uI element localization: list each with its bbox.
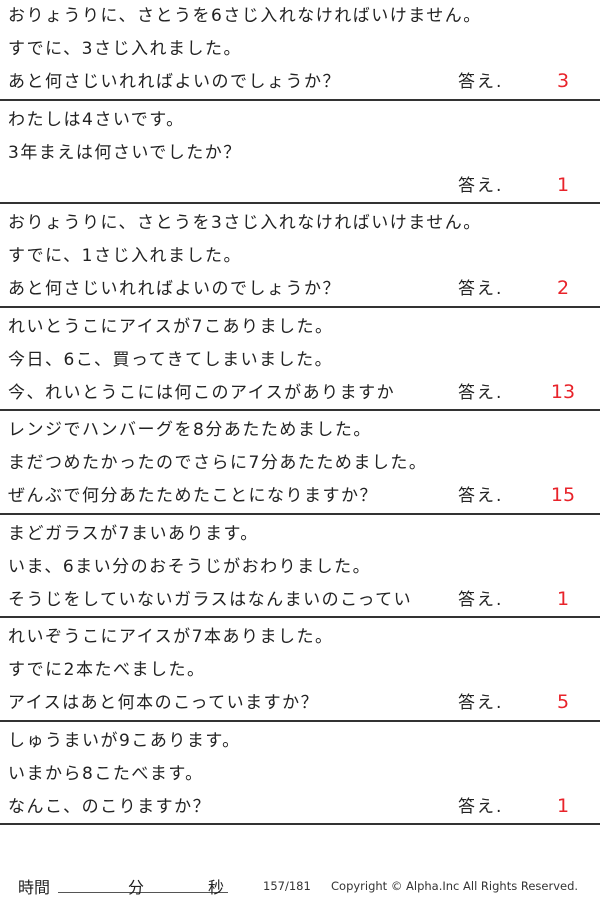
problem-text-line: 3年まえは何さいでしたか？ bbox=[8, 142, 242, 163]
footer: 時間 分 秒 157/181 Copyright © Alpha.Inc All… bbox=[0, 872, 600, 897]
answer-value: 15 bbox=[550, 484, 576, 506]
answer-value: 3 bbox=[556, 70, 570, 92]
seconds-label: 秒 bbox=[208, 878, 225, 897]
problem-block: しゅうまいが9こあります。いまから8こたべます。なんこ、のこりますか？ 答え. 1 bbox=[0, 722, 600, 825]
problem-text-line: あと何さじいれればよいのでしょうか？ bbox=[8, 72, 341, 92]
problem-text-line: 今、れいとうこには何このアイスがありますか bbox=[8, 382, 396, 403]
answer-value: 1 bbox=[556, 587, 570, 610]
problem-block: レンジでハンバーグを8分あたためました。まだつめたかったのでさらに7分あたためま… bbox=[0, 411, 600, 515]
answer-value: 1 bbox=[556, 173, 570, 196]
time-underline bbox=[58, 892, 228, 893]
problem-text-line: あと何さじいれればよいのでしょうか？ bbox=[8, 279, 341, 299]
problem-text-line: アイスはあと何本のこっていますか？ bbox=[8, 693, 320, 713]
problem-block: おりょうりに、さとうを6さじ入れなければいけません。すでに、3さじ入れました。あ… bbox=[0, 0, 600, 101]
problem-block: おりょうりに、さとうを3さじ入れなければいけません。すでに、1さじ入れました。あ… bbox=[0, 204, 600, 308]
problem-block: れいとうこにアイスが7こありました。今日、6こ、買ってきてしまいました。今、れい… bbox=[0, 308, 600, 411]
problem-text-line: おりょうりに、さとうを3さじ入れなければいけません。 bbox=[8, 213, 482, 233]
problem-text-line: そうじをしていないガラスはなんまいのこってい bbox=[8, 589, 413, 610]
problem-text-line: れいとうこにアイスが7こありました。 bbox=[8, 316, 334, 337]
problem-text-line: まだつめたかったのでさらに7分あたためました。 bbox=[8, 453, 428, 473]
answer-value: 2 bbox=[556, 277, 570, 299]
answer-label: 答え. bbox=[458, 279, 504, 299]
problem-text-line: すでに、1さじ入れました。 bbox=[8, 246, 242, 266]
problem-text-line: 今日、6こ、買ってきてしまいました。 bbox=[8, 349, 334, 370]
problem-text-line: すでに2本たべました。 bbox=[8, 660, 206, 680]
answer-label: 答え. bbox=[458, 796, 504, 817]
answer-label: 答え. bbox=[458, 693, 504, 713]
problem-text-line: まどガラスが7まいあります。 bbox=[8, 523, 259, 544]
problem-text-line: いまから8こたべます。 bbox=[8, 763, 204, 784]
answer-value: 5 bbox=[556, 691, 570, 713]
problem-block: れいぞうこにアイスが7本ありました。すでに2本たべました。アイスはあと何本のこっ… bbox=[0, 618, 600, 722]
problem-block: まどガラスが7まいあります。いま、6まい分のおそうじがおわりました。そうじをして… bbox=[0, 515, 600, 618]
problem-text-line: おりょうりに、さとうを6さじ入れなければいけません。 bbox=[8, 6, 482, 26]
answer-label: 答え. bbox=[458, 382, 504, 403]
copyright: Copyright © Alpha.Inc All Rights Reserve… bbox=[331, 879, 579, 893]
answer-label: 答え. bbox=[458, 589, 504, 610]
minutes-label: 分 bbox=[128, 878, 145, 897]
problem-text-line: すでに、3さじ入れました。 bbox=[8, 39, 242, 59]
answer-value: 1 bbox=[556, 794, 570, 817]
problem-text-line: なんこ、のこりますか？ bbox=[8, 796, 212, 817]
problem-block: わたしは4さいです。 3年まえは何さいでしたか？ 答え. 1 bbox=[0, 101, 600, 204]
problem-text-line: れいぞうこにアイスが7本ありました。 bbox=[8, 627, 334, 647]
problem-text-line: レンジでハンバーグを8分あたためました。 bbox=[8, 420, 372, 440]
answer-label: 答え. bbox=[458, 72, 504, 92]
time-label: 時間 bbox=[18, 878, 51, 897]
answer-label: 答え. bbox=[458, 175, 504, 196]
answer-label: 答え. bbox=[458, 486, 504, 506]
problem-text-line: しゅうまいが9こあります。 bbox=[8, 730, 241, 751]
problem-text-line: わたしは4さいです。 bbox=[8, 109, 185, 130]
problem-text-line: いま、6まい分のおそうじがおわりました。 bbox=[8, 556, 372, 577]
problem-text-line: ぜんぶで何分あたためたことになりますか？ bbox=[8, 486, 378, 506]
answer-value: 13 bbox=[550, 380, 576, 403]
page-number: 157/181 bbox=[263, 879, 311, 893]
